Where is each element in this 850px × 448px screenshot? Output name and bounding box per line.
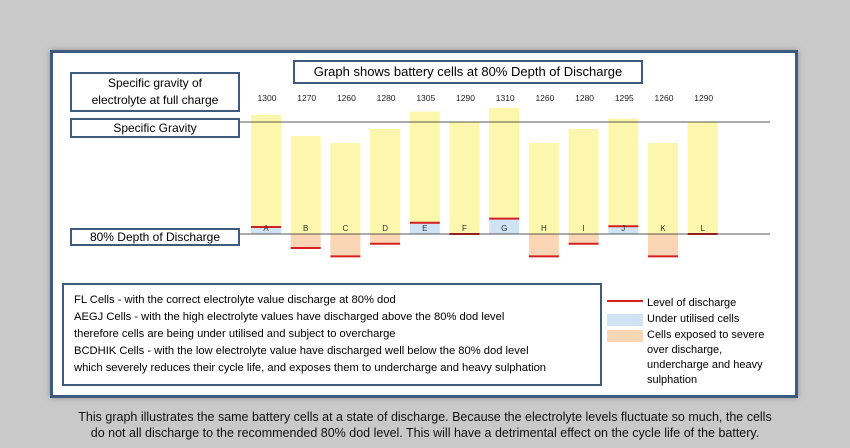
note-line: BCDHIK Cells - with the low electrolyte … — [74, 345, 529, 357]
caption: This graph illustrates the same battery … — [0, 409, 850, 441]
over-discharge-bar — [290, 234, 321, 248]
under-utilised-bar — [251, 227, 281, 234]
bar — [648, 143, 678, 234]
dod-label: 80% Depth of Discharge — [70, 228, 240, 246]
value-label: 1260 — [337, 93, 356, 103]
over-discharge-bar — [370, 234, 401, 244]
value-label: 1280 — [377, 93, 396, 103]
value-label: 1290 — [694, 93, 713, 103]
full-charge-label-line2: electrolyte at full charge — [91, 93, 219, 107]
legend-level-swatch — [607, 300, 643, 302]
under-utilised-bar — [409, 222, 440, 234]
chart-title: Graph shows battery cells at 80% Depth o… — [293, 60, 643, 84]
caption-line2: do not all discharge to the recommended … — [90, 426, 760, 440]
category-label: K — [660, 224, 666, 233]
value-label: 1295 — [615, 93, 634, 103]
value-label: 1300 — [258, 93, 277, 103]
under-utilised-bar — [489, 218, 520, 234]
category-label: G — [501, 224, 507, 233]
value-label: 1270 — [297, 93, 316, 103]
bar — [489, 108, 520, 219]
full-charge-label: Specific gravity of electrolyte at full … — [70, 72, 240, 112]
bar — [330, 143, 361, 234]
category-label: D — [382, 224, 388, 233]
bar — [290, 136, 321, 234]
legend-over-text-3: undercharge and heavy — [647, 359, 763, 371]
over-discharge-bar — [528, 234, 559, 257]
category-label: E — [422, 224, 427, 233]
legend-over-text-2: over discharge, — [647, 344, 723, 356]
category-label: L — [700, 224, 705, 233]
bar — [449, 122, 480, 234]
legend-over-text-4: sulphation — [647, 374, 698, 386]
caption-line1: This graph illustrates the same battery … — [78, 410, 772, 424]
legend-level-text: Level of discharge — [647, 297, 737, 309]
category-label: H — [541, 224, 547, 233]
bar — [251, 115, 281, 227]
legend-under-swatch — [607, 314, 643, 326]
note-line: FL Cells - with the correct electrolyte … — [74, 294, 396, 306]
bar — [687, 122, 718, 234]
under-utilised-bar — [608, 226, 639, 234]
specific-gravity-label: Specific Gravity — [70, 118, 240, 138]
bar — [608, 118, 639, 227]
bar — [370, 129, 401, 234]
legend-under-text: Under utilised cells — [647, 313, 740, 325]
over-discharge-bar — [330, 234, 361, 257]
legend-over-text-1: Cells exposed to severe — [647, 329, 765, 341]
note-line: AEGJ Cells - with the high electrolyte v… — [74, 311, 505, 323]
notes-panel: FL Cells - with the correct electrolyte … — [62, 283, 602, 386]
value-label: 1280 — [575, 93, 594, 103]
over-discharge-bar — [568, 234, 599, 244]
value-label: 1305 — [416, 93, 435, 103]
bar — [528, 143, 559, 234]
note-line: which severely reduces their cycle life,… — [74, 362, 547, 374]
full-charge-label-line1: Specific gravity of — [107, 76, 203, 90]
value-label: 1310 — [496, 93, 515, 103]
bar — [409, 111, 440, 223]
category-label: I — [582, 224, 584, 233]
category-label: A — [263, 224, 269, 233]
bar — [568, 129, 599, 234]
note-line: therefore cells are being under utilised… — [74, 328, 396, 340]
legend-over-swatch — [607, 330, 643, 342]
category-label: J — [621, 224, 625, 233]
value-label: 1290 — [456, 93, 475, 103]
category-label: B — [303, 224, 308, 233]
category-label: F — [462, 224, 467, 233]
value-label: 1260 — [535, 93, 554, 103]
value-label: 1260 — [655, 93, 674, 103]
category-label: C — [343, 224, 349, 233]
over-discharge-bar — [648, 234, 678, 257]
